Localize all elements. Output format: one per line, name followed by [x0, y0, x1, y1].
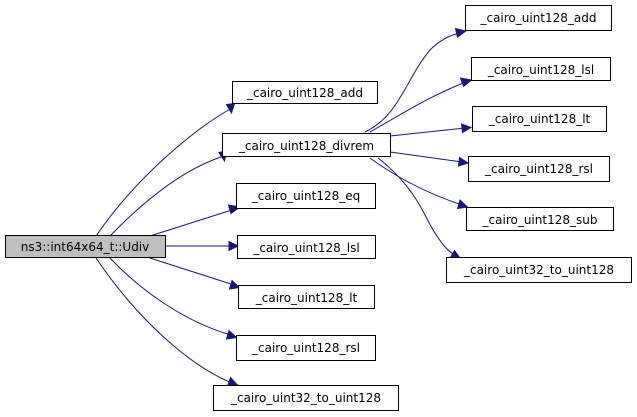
node-uint128-eq[interactable]: _cairo_uint128_eq — [236, 183, 376, 209]
node-divrem-uint128-sub-label: _cairo_uint128_sub — [482, 213, 598, 227]
edge-udiv-to-uint32-to-uint128 — [95, 257, 239, 387]
edge-divrem-to-uint128-add — [364, 27, 468, 133]
node-uint128-lsl-label: _cairo_uint128_lsl — [252, 241, 359, 255]
node-uint32-to-uint128[interactable]: _cairo_uint32_to_uint128 — [213, 385, 399, 411]
edge-divrem-to-uint128-rsl — [389, 151, 470, 167]
node-divrem-uint128-lsl[interactable]: _cairo_uint128_lsl — [471, 57, 611, 81]
edge-udiv-to-uint128-rsl — [109, 257, 238, 340]
node-uint128-divrem-label: _cairo_uint128_divrem — [238, 139, 374, 153]
node-uint128-lsl[interactable]: _cairo_uint128_lsl — [237, 235, 376, 259]
node-divrem-uint32-to-uint128[interactable]: _cairo_uint32_to_uint128 — [446, 257, 632, 283]
node-uint32-to-uint128-label: _cairo_uint32_to_uint128 — [230, 391, 381, 405]
node-udiv-root-label: ns3::int64x64_t::Udiv — [21, 240, 150, 254]
node-uint128-rsl-label: _cairo_uint128_rsl — [251, 341, 360, 355]
node-uint128-rsl[interactable]: _cairo_uint128_rsl — [236, 335, 376, 361]
edge-divrem-to-uint32-to-uint128 — [377, 157, 461, 259]
node-divrem-uint128-lt-label: _cairo_uint128_lt — [488, 112, 591, 126]
node-divrem-uint128-add-label: _cairo_uint128_add — [479, 11, 596, 25]
node-uint128-lt-label: _cairo_uint128_lt — [255, 291, 358, 305]
edge-divrem-to-uint128-lsl — [369, 77, 473, 133]
nodes: ns3::int64x64_t::Udiv _cairo_uint128_add… — [5, 5, 632, 411]
node-divrem-uint128-lsl-label: _cairo_uint128_lsl — [487, 63, 594, 77]
node-divrem-uint32-to-uint128-label: _cairo_uint32_to_uint128 — [463, 263, 614, 277]
node-divrem-uint128-sub[interactable]: _cairo_uint128_sub — [466, 207, 614, 231]
node-udiv-root[interactable]: ns3::int64x64_t::Udiv — [5, 235, 166, 258]
edge-udiv-to-uint128-add — [95, 102, 236, 237]
node-divrem-uint128-add[interactable]: _cairo_uint128_add — [465, 5, 612, 31]
edges — [95, 27, 473, 387]
node-divrem-uint128-rsl-label: _cairo_uint128_rsl — [484, 162, 593, 176]
node-uint128-add-label: _cairo_uint128_add — [246, 86, 363, 100]
node-uint128-add[interactable]: _cairo_uint128_add — [232, 81, 378, 104]
edge-udiv-to-uint128-lt — [149, 257, 241, 290]
node-divrem-uint128-rsl[interactable]: _cairo_uint128_rsl — [468, 156, 610, 182]
node-uint128-eq-label: _cairo_uint128_eq — [251, 189, 360, 203]
edge-udiv-to-uint128-lsl — [165, 240, 240, 252]
edge-udiv-to-uint128-eq — [149, 204, 242, 237]
node-divrem-uint128-lt[interactable]: _cairo_uint128_lt — [472, 106, 607, 132]
node-uint128-divrem[interactable]: _cairo_uint128_divrem — [222, 133, 391, 157]
node-uint128-lt[interactable]: _cairo_uint128_lt — [238, 285, 375, 309]
edge-divrem-to-uint128-sub — [369, 157, 469, 210]
edge-divrem-to-uint128-lt — [389, 123, 473, 137]
edge-udiv-to-uint128-divrem — [109, 149, 228, 237]
